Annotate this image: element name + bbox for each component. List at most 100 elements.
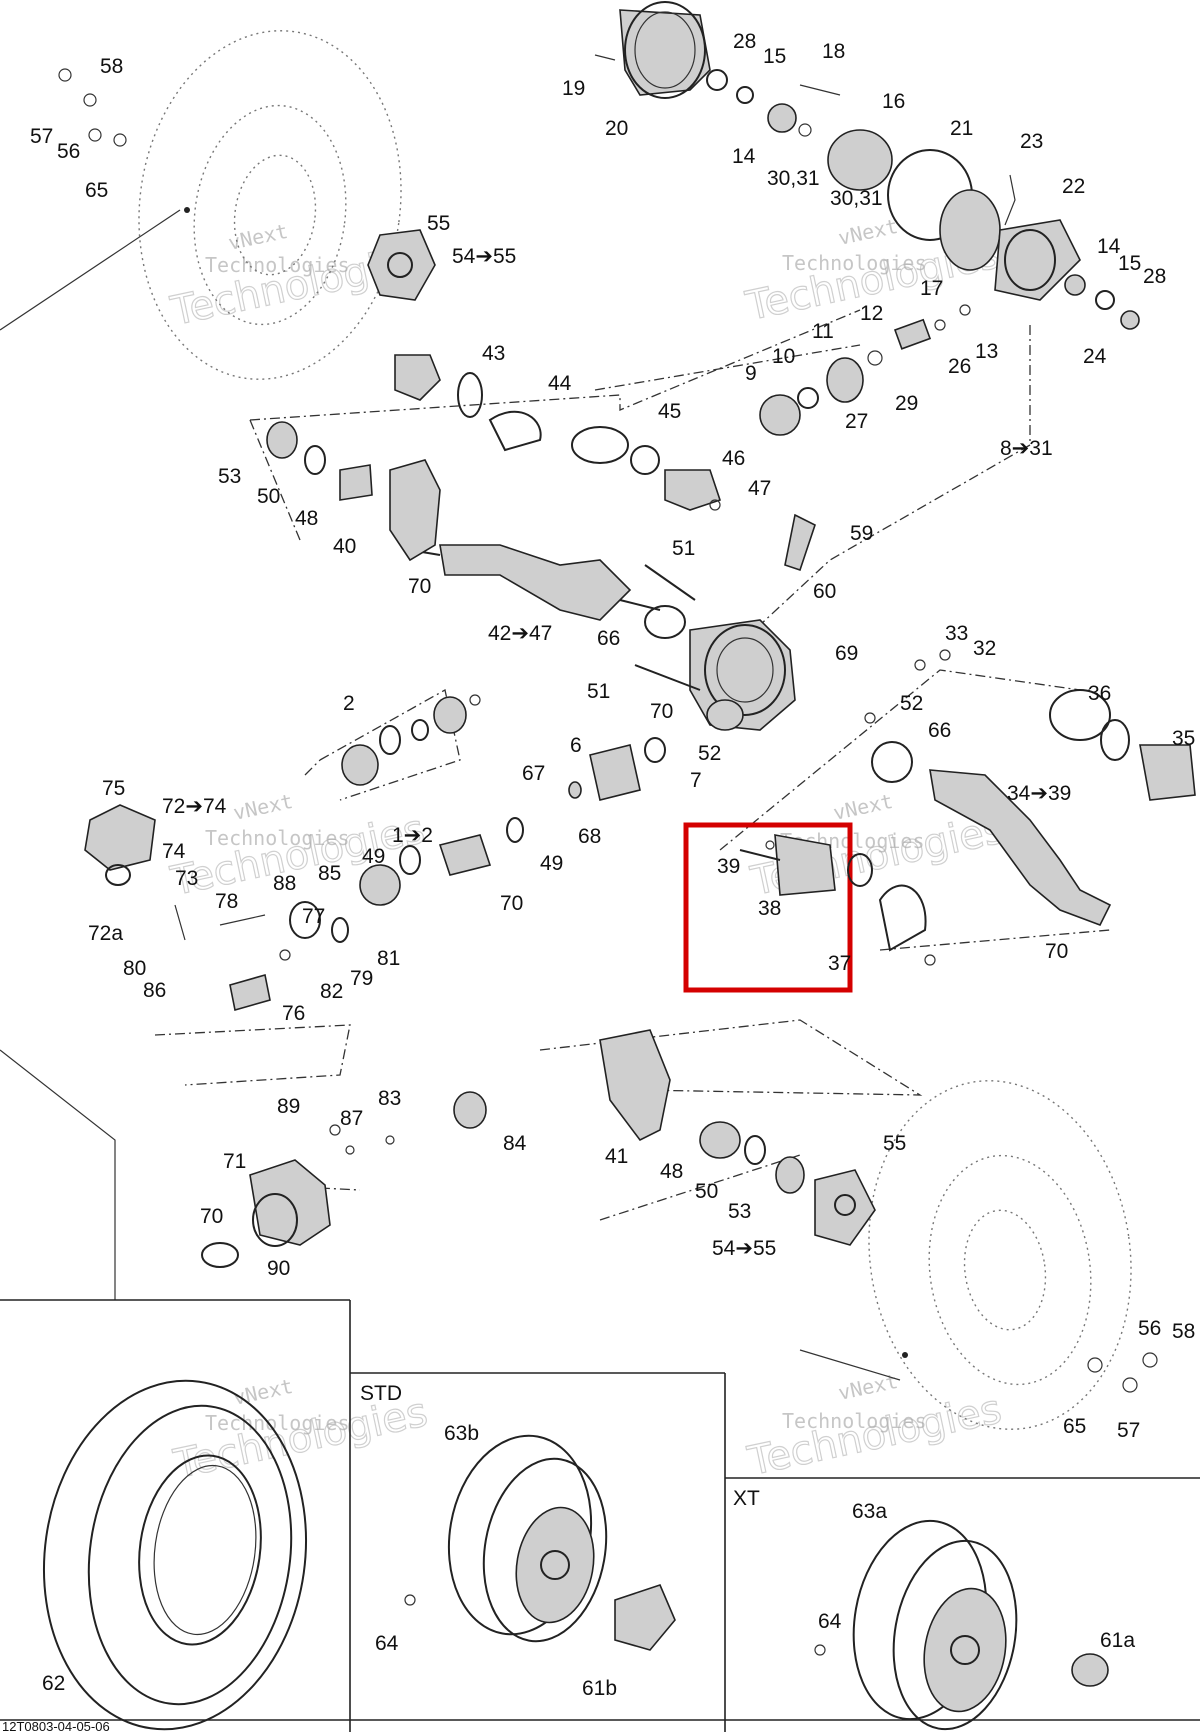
part-label: 26 xyxy=(948,355,971,378)
part-label: 64 xyxy=(818,1610,842,1633)
wheel-rear-left-top xyxy=(138,30,402,380)
part-label: 15 xyxy=(1118,252,1141,275)
part-label: 46 xyxy=(722,447,745,470)
housing-lower-left xyxy=(201,1091,487,1268)
part-label: 68 xyxy=(578,825,601,848)
front-axle-upper xyxy=(394,354,722,621)
part-label: 90 xyxy=(267,1257,290,1280)
part-label: 51 xyxy=(672,537,695,560)
assembly-leaders xyxy=(0,209,1111,1381)
part-label: 9 xyxy=(745,362,757,385)
watermark-technologies: Technologies xyxy=(205,253,350,277)
part-label: 6 xyxy=(570,734,582,757)
part-label: 49 xyxy=(540,852,563,875)
part-label: 70 xyxy=(408,575,431,598)
part-label: 55 xyxy=(883,1132,906,1155)
part-label: 62 xyxy=(42,1672,65,1695)
part-label: 22 xyxy=(1062,175,1085,198)
watermark-technologies: Technologies xyxy=(782,251,927,275)
part-label: 1➔2 xyxy=(392,824,433,847)
part-label: 57 xyxy=(1117,1419,1140,1442)
part-label: 20 xyxy=(605,117,628,140)
watermark-technologies: Technologies xyxy=(782,1409,927,1433)
part-label: 11 xyxy=(812,320,834,343)
watermark-group: vNext Technologies Technologies vNext Te… xyxy=(166,214,1009,1489)
part-label: 63a xyxy=(852,1500,887,1523)
part-label: 30,31 xyxy=(767,167,820,190)
part-label: 74 xyxy=(162,840,186,863)
part-label: 80 xyxy=(123,957,146,980)
part-label: 29 xyxy=(895,392,918,415)
part-label: 52 xyxy=(698,742,721,765)
part-label: 33 xyxy=(945,622,968,645)
part-label: 49 xyxy=(362,845,385,868)
part-label: 40 xyxy=(333,535,356,558)
part-label: 38 xyxy=(758,897,781,920)
part-label: 61b xyxy=(582,1677,617,1700)
part-label: 35 xyxy=(1172,727,1195,750)
part-label: 69 xyxy=(835,642,858,665)
part-label: 56 xyxy=(57,140,80,163)
part-label: 51 xyxy=(587,680,610,703)
part-label: 21 xyxy=(950,117,973,140)
part-label: 72➔74 xyxy=(162,795,227,818)
part-label: 41 xyxy=(605,1145,628,1168)
part-label: 32 xyxy=(973,637,996,660)
section-label-std: STD xyxy=(360,1382,402,1405)
xt-wheel-panel xyxy=(725,1477,1200,1731)
part-label: 47 xyxy=(748,477,771,500)
knuckle-upper xyxy=(266,421,441,562)
rear-axle-right xyxy=(929,689,1196,927)
part-label: 8➔31 xyxy=(1000,437,1053,460)
part-label: 76 xyxy=(282,1002,305,1025)
part-label: 17 xyxy=(920,277,943,300)
part-label: 44 xyxy=(548,372,572,395)
part-label: 14 xyxy=(732,145,756,168)
part-label: 57 xyxy=(30,125,53,148)
watermark-vnext: vNext xyxy=(226,219,290,255)
part-label: 28 xyxy=(733,30,756,53)
part-label: 14 xyxy=(1097,235,1121,258)
part-label: 54➔55 xyxy=(452,245,516,268)
part-label: 34➔39 xyxy=(1007,782,1071,805)
part-label: 15 xyxy=(763,45,786,68)
part-label: 18 xyxy=(822,40,845,63)
part-label: 2 xyxy=(343,692,355,715)
part-label: 65 xyxy=(85,179,108,202)
watermark-big: Technologies xyxy=(744,1386,1006,1485)
part-label: 42➔47 xyxy=(488,622,552,645)
part-label: 56 xyxy=(1138,1317,1161,1340)
part-label: 48 xyxy=(295,507,318,530)
std-wheel-panel xyxy=(350,1372,726,1732)
part-label: 66 xyxy=(597,627,620,650)
part-label: 16 xyxy=(882,90,905,113)
part-label: 64 xyxy=(375,1632,399,1655)
part-label: 66 xyxy=(928,719,951,742)
part-label: 45 xyxy=(658,400,681,423)
part-label: 7 xyxy=(690,769,702,792)
part-label: 50 xyxy=(257,485,280,508)
watermark-vnext: vNext xyxy=(831,789,895,825)
part-label: 43 xyxy=(482,342,505,365)
part-label: 81 xyxy=(377,947,400,970)
part-label: 58 xyxy=(1172,1320,1195,1343)
highlight-box xyxy=(683,822,853,993)
part-label: 28 xyxy=(1143,265,1166,288)
inner-shaft-left xyxy=(84,694,666,1012)
part-label: 37 xyxy=(828,952,851,975)
part-label: 84 xyxy=(503,1132,527,1155)
part-label: 54➔55 xyxy=(712,1237,776,1260)
tire-panel xyxy=(0,1299,351,1732)
part-label: 39 xyxy=(717,855,740,878)
part-label: 24 xyxy=(1083,345,1107,368)
watermark-technologies: Technologies xyxy=(205,1411,350,1435)
part-label: 71 xyxy=(223,1150,246,1173)
part-label: 10 xyxy=(772,345,795,368)
drawing-reference: 12T0803-04-05-06 xyxy=(2,1719,110,1732)
part-label: 50 xyxy=(695,1180,718,1203)
watermark-vnext: vNext xyxy=(231,789,295,825)
part-label: 58 xyxy=(100,55,123,78)
part-label: 48 xyxy=(660,1160,683,1183)
part-label: 72a xyxy=(88,922,123,945)
